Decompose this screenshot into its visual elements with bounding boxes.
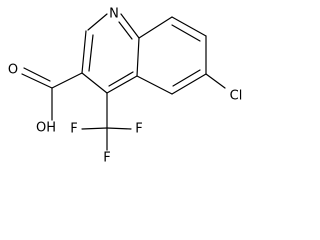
bond-cf3-f-right <box>106 127 132 130</box>
substituent-bonds <box>21 67 226 151</box>
quinoline-structure-diagram: N Cl O OH F F F <box>8 7 242 166</box>
pyridine-ring <box>81 13 140 94</box>
bond-carboxyl-o-double <box>23 67 51 82</box>
bond-cf3-f-left <box>81 127 108 130</box>
atom-label-carbonyl-oxygen: O <box>8 63 18 78</box>
bond-c8-c7 <box>171 16 207 37</box>
bond-carboxyl-o <box>21 73 53 89</box>
bond-c5-c4a <box>136 75 173 95</box>
atom-labels: N Cl O OH F F F <box>8 7 242 166</box>
bond-c3-carboxyl <box>51 72 83 89</box>
bond-n1-c2 <box>87 13 108 31</box>
bond-c8-c7-double <box>171 24 201 42</box>
atom-label-nitrogen: N <box>109 7 119 22</box>
atom-label-hydroxyl: OH <box>36 121 56 136</box>
bond-c6-c5-double <box>172 69 201 87</box>
benzene-ring <box>136 16 207 95</box>
atom-label-fluorine-left: F <box>70 122 77 137</box>
atom-label-fluorine-right: F <box>135 122 142 137</box>
bond-c8a-n1 <box>120 13 140 39</box>
bond-c8a-n1-double <box>118 21 133 40</box>
bond-c2-c3-double <box>88 34 94 72</box>
atom-label-chlorine: Cl <box>230 89 243 104</box>
atom-label-fluorine-bottom: F <box>103 151 110 166</box>
bond-c4-c4a <box>106 75 138 94</box>
bond-c4-c4a-double <box>108 71 134 87</box>
bond-c2-c3 <box>81 30 87 74</box>
bond-c6-c5 <box>171 73 207 95</box>
bond-c3-c4 <box>81 72 108 94</box>
bond-c8a-c8 <box>138 16 173 39</box>
bond-c6-cl <box>205 73 226 89</box>
bond-c4a-c8a <box>136 37 140 77</box>
